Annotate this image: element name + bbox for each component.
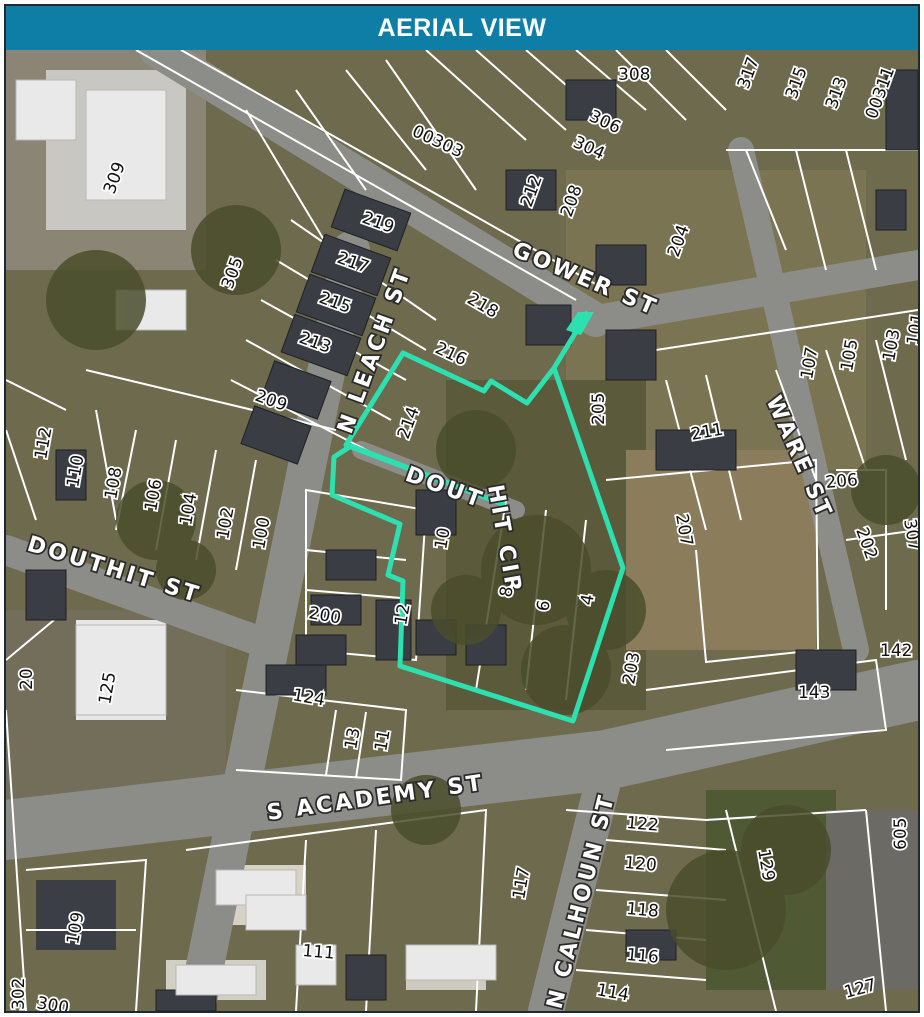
subject-property-outline (329, 310, 626, 724)
light-roofs (15, 79, 497, 996)
parcel-label: 102 (213, 505, 238, 540)
parcel-label: 12 (391, 602, 414, 627)
parcel-label: 11 (371, 728, 394, 753)
parcel-label: 308 (618, 65, 650, 85)
aerial-map-svg: N LEACH ST GOWER ST WARE ST DOUTHIT ST D… (6, 50, 918, 1011)
parcel-label: 302 (9, 978, 29, 1010)
parcel-label: 101 (903, 311, 918, 346)
parcel-label: 142 (880, 641, 912, 661)
parcel-label: 605 (891, 818, 911, 850)
parcel-label: 120 (624, 853, 658, 876)
parcel-label: 111 (302, 941, 336, 964)
parcel-label: 118 (626, 899, 660, 922)
parcel-label: 143 (798, 683, 830, 703)
parcel-label: 13 (341, 726, 364, 751)
parcel-label: 206 (825, 470, 859, 493)
aerial-map[interactable]: N LEACH ST GOWER ST WARE ST DOUTHIT ST D… (6, 50, 918, 1011)
parcel-label: 205 (589, 393, 609, 425)
tree-canopy (46, 205, 918, 970)
parcel-label: 300 (35, 993, 70, 1011)
map-title: AERIAL VIEW (6, 6, 918, 50)
parcel-label: 116 (626, 945, 660, 968)
parcel-label: 20 (17, 668, 37, 690)
parcel-label: 122 (626, 813, 660, 836)
parcel-label: 10 (431, 526, 454, 551)
map-frame: AERIAL VIEW (4, 4, 920, 1013)
subject-property (329, 310, 626, 724)
